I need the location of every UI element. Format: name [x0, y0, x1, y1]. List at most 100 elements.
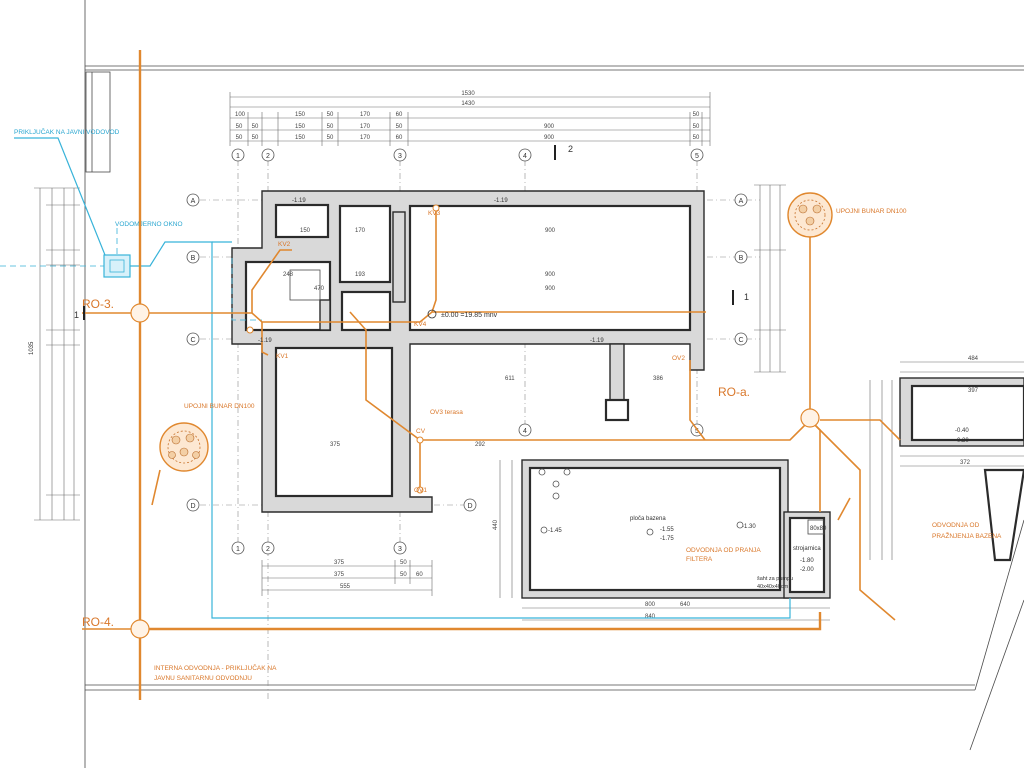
- dim-pool-840: 840: [645, 614, 656, 620]
- drainage-network: [82, 50, 901, 700]
- dim-top-2-5: 50: [396, 124, 403, 130]
- pool-slab-level-1: -1.55: [660, 527, 674, 533]
- axis-col-1: 1: [236, 153, 240, 160]
- soakaway-left-label: UPOJNI BUNAR DN100: [184, 403, 255, 410]
- dim-pool-640: 640: [680, 602, 691, 608]
- dim-bottom-60: 60: [416, 572, 423, 578]
- pool-drain-label-1: ODVODNJA OD: [932, 522, 980, 529]
- dim-top-3-4: 170: [360, 135, 371, 141]
- level-119-d: -1.19: [590, 338, 604, 344]
- section-mark-left: 1: [74, 310, 79, 320]
- axis-row-a: A: [191, 198, 196, 205]
- pool-level-130: -1.30: [742, 524, 756, 530]
- dim-room-386: 386: [653, 376, 664, 382]
- cv-label: CV: [416, 428, 426, 435]
- level-labels: ±0.00 =19.85 mnv -1.19 -1.19 -1.19 -1.19…: [74, 144, 749, 344]
- filter-drain-label-2: FILTERA: [686, 556, 713, 563]
- manhole-roa-label: RO-a.: [718, 385, 750, 399]
- dim-bottom-375-b: 375: [334, 572, 345, 578]
- soakaway-wells: [159, 192, 833, 472]
- axis-row-c-right: C: [738, 337, 743, 344]
- dim-top-sub: 1430: [461, 101, 475, 107]
- dim-bottom-50-b: 50: [400, 572, 407, 578]
- pump-shaft-label-2: 40x40x40cm: [757, 584, 789, 590]
- axis-row-b-right: B: [739, 255, 744, 262]
- manhole-ro3-label: RO-3.: [82, 297, 114, 311]
- dim-top-1-2: 50: [327, 112, 334, 118]
- dim-left-total: 1035: [29, 341, 35, 355]
- plant-room-level-2: -2.00: [800, 567, 814, 573]
- axis-col-4-bottom: 4: [523, 428, 527, 435]
- dim-pool-800: 800: [645, 602, 656, 608]
- water-connection-label: PRIKLJUČAK NA JAVNI VODOVOD: [14, 127, 120, 136]
- dim-room-193: 193: [355, 272, 366, 278]
- dim-bottom-50-a: 50: [400, 560, 407, 566]
- zero-level-label: ±0.00 =19.85 mnv: [441, 312, 498, 319]
- annex-building: 484 397 372 -0.40 -0.20: [869, 356, 1024, 562]
- axis-col-1-bottom: 1: [236, 546, 240, 553]
- pool-slab-label: ploča bazena: [630, 516, 666, 522]
- level-119-a: -1.19: [292, 198, 306, 204]
- dim-top-3-2: 150: [295, 135, 306, 141]
- section-mark-top: 2: [568, 144, 573, 154]
- dim-room-900-a: 900: [545, 228, 556, 234]
- right-dimensions: [754, 184, 786, 373]
- dim-top-2-4: 170: [360, 124, 371, 130]
- level-119-c: -1.19: [258, 338, 272, 344]
- dim-top-3-5: 60: [396, 135, 403, 141]
- plant-room-level-1: -1.80: [800, 558, 814, 564]
- axis-bubbles: 1 2 3 4 5 1 2 3 4 5 A B C D A B C D: [186, 148, 748, 555]
- site-boundary: [84, 0, 1024, 768]
- dim-top-1-1: 150: [295, 112, 306, 118]
- dim-annex-372: 372: [960, 460, 971, 466]
- dim-annex-484: 484: [968, 356, 979, 362]
- axis-col-4: 4: [523, 153, 527, 160]
- axis-col-2: 2: [266, 153, 270, 160]
- ov1-label: OV1: [414, 487, 427, 494]
- left-dimensions: 1035: [29, 187, 80, 521]
- dim-room-170: 170: [355, 228, 366, 234]
- pump-shaft-label-1: šaht za pumpu: [757, 576, 793, 582]
- pool-slab-level-2: -1.75: [660, 536, 674, 542]
- dim-bottom-555: 555: [340, 584, 351, 590]
- level-119-b: -1.19: [494, 198, 508, 204]
- kv3-label: KV3: [428, 210, 441, 217]
- filter-drain-label-1: ODVODNJA OD PRANJA: [686, 547, 761, 554]
- dim-top-3-6: 900: [544, 135, 555, 141]
- dim-pool-440: 440: [493, 519, 499, 530]
- dim-annex-397: 397: [968, 388, 979, 394]
- bottom-dimensions: 375 50 375 50 60 555: [261, 560, 433, 596]
- section-mark-right: 1: [744, 292, 749, 302]
- dim-room-248: 248: [283, 272, 294, 278]
- water-meter-label: VODOMJERNO OKNO: [115, 221, 183, 228]
- ov2-label: OV2: [672, 355, 685, 362]
- dim-top-total: 1530: [461, 91, 475, 97]
- dim-top-1-0: 100: [235, 112, 246, 118]
- axis-col-5-bottom: 5: [695, 428, 699, 435]
- soakaway-right-label: UPOJNI BUNAR DN100: [836, 208, 907, 215]
- pool-level-145: -1.45: [548, 528, 562, 534]
- water-supply: PRIKLJUČAK NA JAVNI VODOVOD VODOMJERNO O…: [0, 127, 791, 619]
- dim-top-1-4: 60: [396, 112, 403, 118]
- dim-room-900-b: 900: [545, 272, 556, 278]
- dim-top-1-5: 50: [693, 112, 700, 118]
- plant-room-label: strojarnica: [793, 546, 821, 552]
- axis-col-3: 3: [398, 153, 402, 160]
- dim-top-1-3: 170: [360, 112, 371, 118]
- internal-drain-label-2: JAVNU SANITARNU ODVODNJU: [154, 675, 252, 682]
- axis-col-2-bottom: 2: [266, 546, 270, 553]
- drainage-labels: RO-3. RO-4. RO-a. UPOJNI BUNAR DN100 UPO…: [82, 208, 1002, 682]
- internal-drain-label-1: INTERNA ODVODNJA - PRIKLJUČAK NA: [154, 663, 277, 672]
- dim-room-900-c: 900: [545, 286, 556, 292]
- dim-room-375: 375: [330, 442, 341, 448]
- dim-top-3-7: 50: [693, 135, 700, 141]
- dim-bottom-375-a: 375: [334, 560, 345, 566]
- dim-top-3-3: 50: [327, 135, 334, 141]
- house-walls: [231, 190, 705, 513]
- dim-top-3-0: 50: [236, 135, 243, 141]
- dim-top-2-1: 50: [252, 124, 259, 130]
- axis-row-a-right: A: [739, 198, 744, 205]
- pool-drain-label-2: PRAŽNJENJA BAZENA: [932, 531, 1002, 540]
- axis-col-3-bottom: 3: [398, 546, 402, 553]
